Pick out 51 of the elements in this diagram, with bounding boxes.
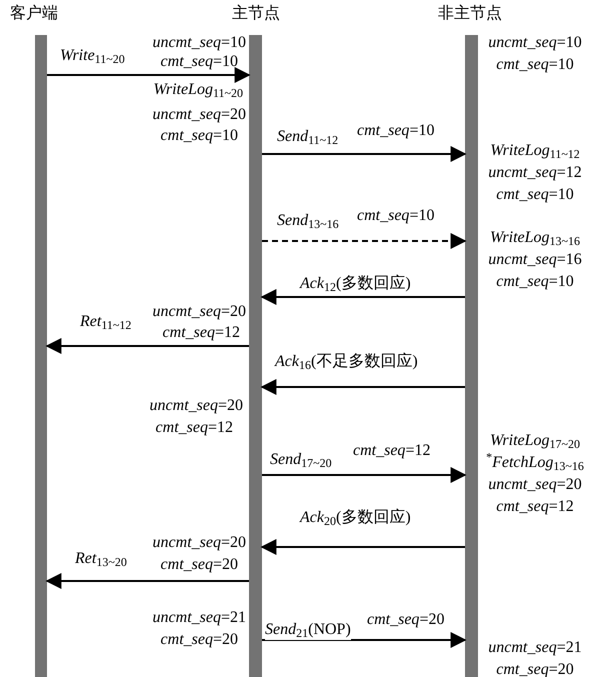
state-text: $^{*}$FetchLog$_{13~16}$: [486, 453, 584, 473]
edge-label: Ack$_{20}$(多数回应): [300, 508, 411, 528]
state-text: uncmt_seq=12: [488, 163, 582, 183]
state-text: uncmt_seq=20: [488, 475, 582, 495]
lifeline-title: 客户端: [9, 4, 59, 24]
state-text: cmt_seq=10: [357, 121, 434, 141]
edge-label: Send$_{13~16}$: [277, 211, 339, 231]
state-text: uncmt_seq=21: [152, 608, 246, 628]
state-text: uncmt_seq=21: [488, 638, 582, 658]
edge-label: Send$_{17~20}$: [270, 450, 332, 470]
state-text: uncmt_seq=10: [488, 33, 582, 53]
lifeline-title: 非主节点: [437, 4, 503, 24]
state-text: WriteLog$_{13~16}$: [490, 228, 580, 248]
state-text: cmt_seq=10: [496, 55, 574, 75]
edge-label: Write$_{11~20}$: [60, 46, 125, 66]
arrow: [262, 467, 467, 483]
arrow: [45, 573, 249, 589]
state-text: cmt_seq=12: [496, 497, 574, 517]
edge-label: Send$_{11~12}$: [277, 127, 338, 147]
arrow: [262, 146, 467, 162]
state-text: cmt_seq=10: [496, 272, 574, 292]
state-text: uncmt_seq=16: [488, 250, 582, 270]
lifeline-title: 主节点: [231, 4, 281, 24]
state-text: cmt_seq=10: [496, 185, 574, 205]
arrow: [262, 233, 467, 249]
state-text: cmt_seq=10: [357, 206, 434, 226]
state-text: WriteLog$_{17~20}$: [490, 431, 580, 451]
state-text: WriteLog$_{11~20}$: [153, 80, 243, 100]
arrow: [260, 379, 465, 395]
edge-label: Send$_{21}$(NOP): [265, 620, 351, 640]
arrow: [262, 632, 467, 648]
state-text: uncmt_seq=20: [150, 396, 243, 416]
state-text: uncmt_seq=10: [152, 33, 246, 53]
arrow: [47, 67, 251, 83]
state-text: WriteLog$_{11~12}$: [490, 141, 580, 161]
arrow: [260, 289, 465, 305]
state-text: cmt_seq=12: [162, 323, 240, 343]
state-text: cmt_seq=20: [160, 555, 238, 575]
state-text: cmt_seq=12: [156, 418, 233, 438]
arrow: [45, 338, 249, 354]
state-text: uncmt_seq=20: [152, 105, 246, 125]
state-text: cmt_seq=10: [160, 52, 238, 72]
state-text: cmt_seq=10: [160, 126, 238, 146]
edge-label: Ack$_{12}$(多数回应): [300, 274, 411, 294]
state-text: uncmt_seq=20: [152, 533, 246, 553]
state-text: cmt_seq=12: [353, 441, 430, 461]
state-text: cmt_seq=20: [160, 630, 238, 650]
arrow: [260, 539, 465, 555]
edge-label: Ack$_{16}$(不足多数回应): [275, 352, 418, 372]
state-text: uncmt_seq=20: [152, 302, 246, 322]
state-text: cmt_seq=20: [367, 610, 444, 630]
